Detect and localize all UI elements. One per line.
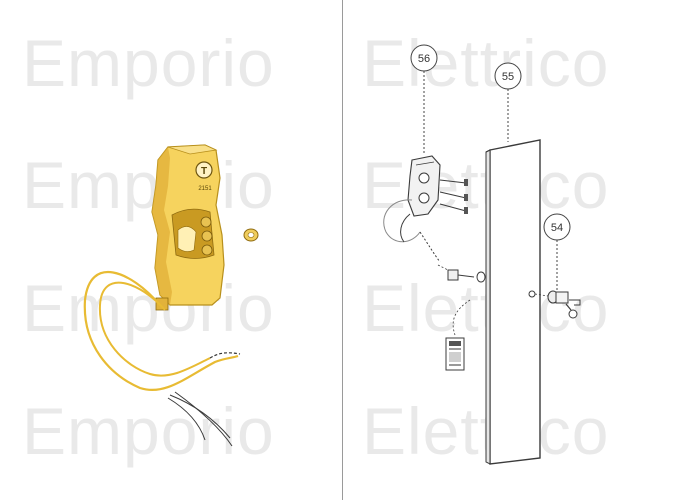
callout-56-label: 56 bbox=[418, 53, 430, 65]
bracket-assembly bbox=[383, 155, 468, 263]
brand-logo-icon bbox=[195, 161, 213, 179]
brand-logo-letter: T bbox=[201, 166, 207, 177]
panel-divider bbox=[342, 0, 343, 500]
screw-icon bbox=[439, 191, 468, 201]
callout-54: 54 bbox=[543, 213, 571, 292]
callout-54-label: 54 bbox=[551, 222, 563, 234]
nut-icon bbox=[243, 228, 259, 242]
key-icon bbox=[565, 299, 581, 319]
callout-56: 56 bbox=[410, 44, 438, 155]
callout-55-label: 55 bbox=[502, 71, 514, 83]
screw-icon bbox=[439, 203, 468, 214]
washer-icon bbox=[476, 271, 486, 283]
warning-label bbox=[445, 337, 465, 371]
lock-assembly bbox=[528, 290, 581, 319]
callout-55: 55 bbox=[494, 62, 522, 142]
model-label: 2151 bbox=[198, 186, 212, 192]
hinge-parts bbox=[437, 264, 486, 336]
column-panel bbox=[485, 139, 541, 465]
photocell-cable bbox=[83, 271, 241, 447]
photocell-unit: T 2151 bbox=[151, 144, 259, 311]
screw-icon bbox=[439, 179, 468, 186]
